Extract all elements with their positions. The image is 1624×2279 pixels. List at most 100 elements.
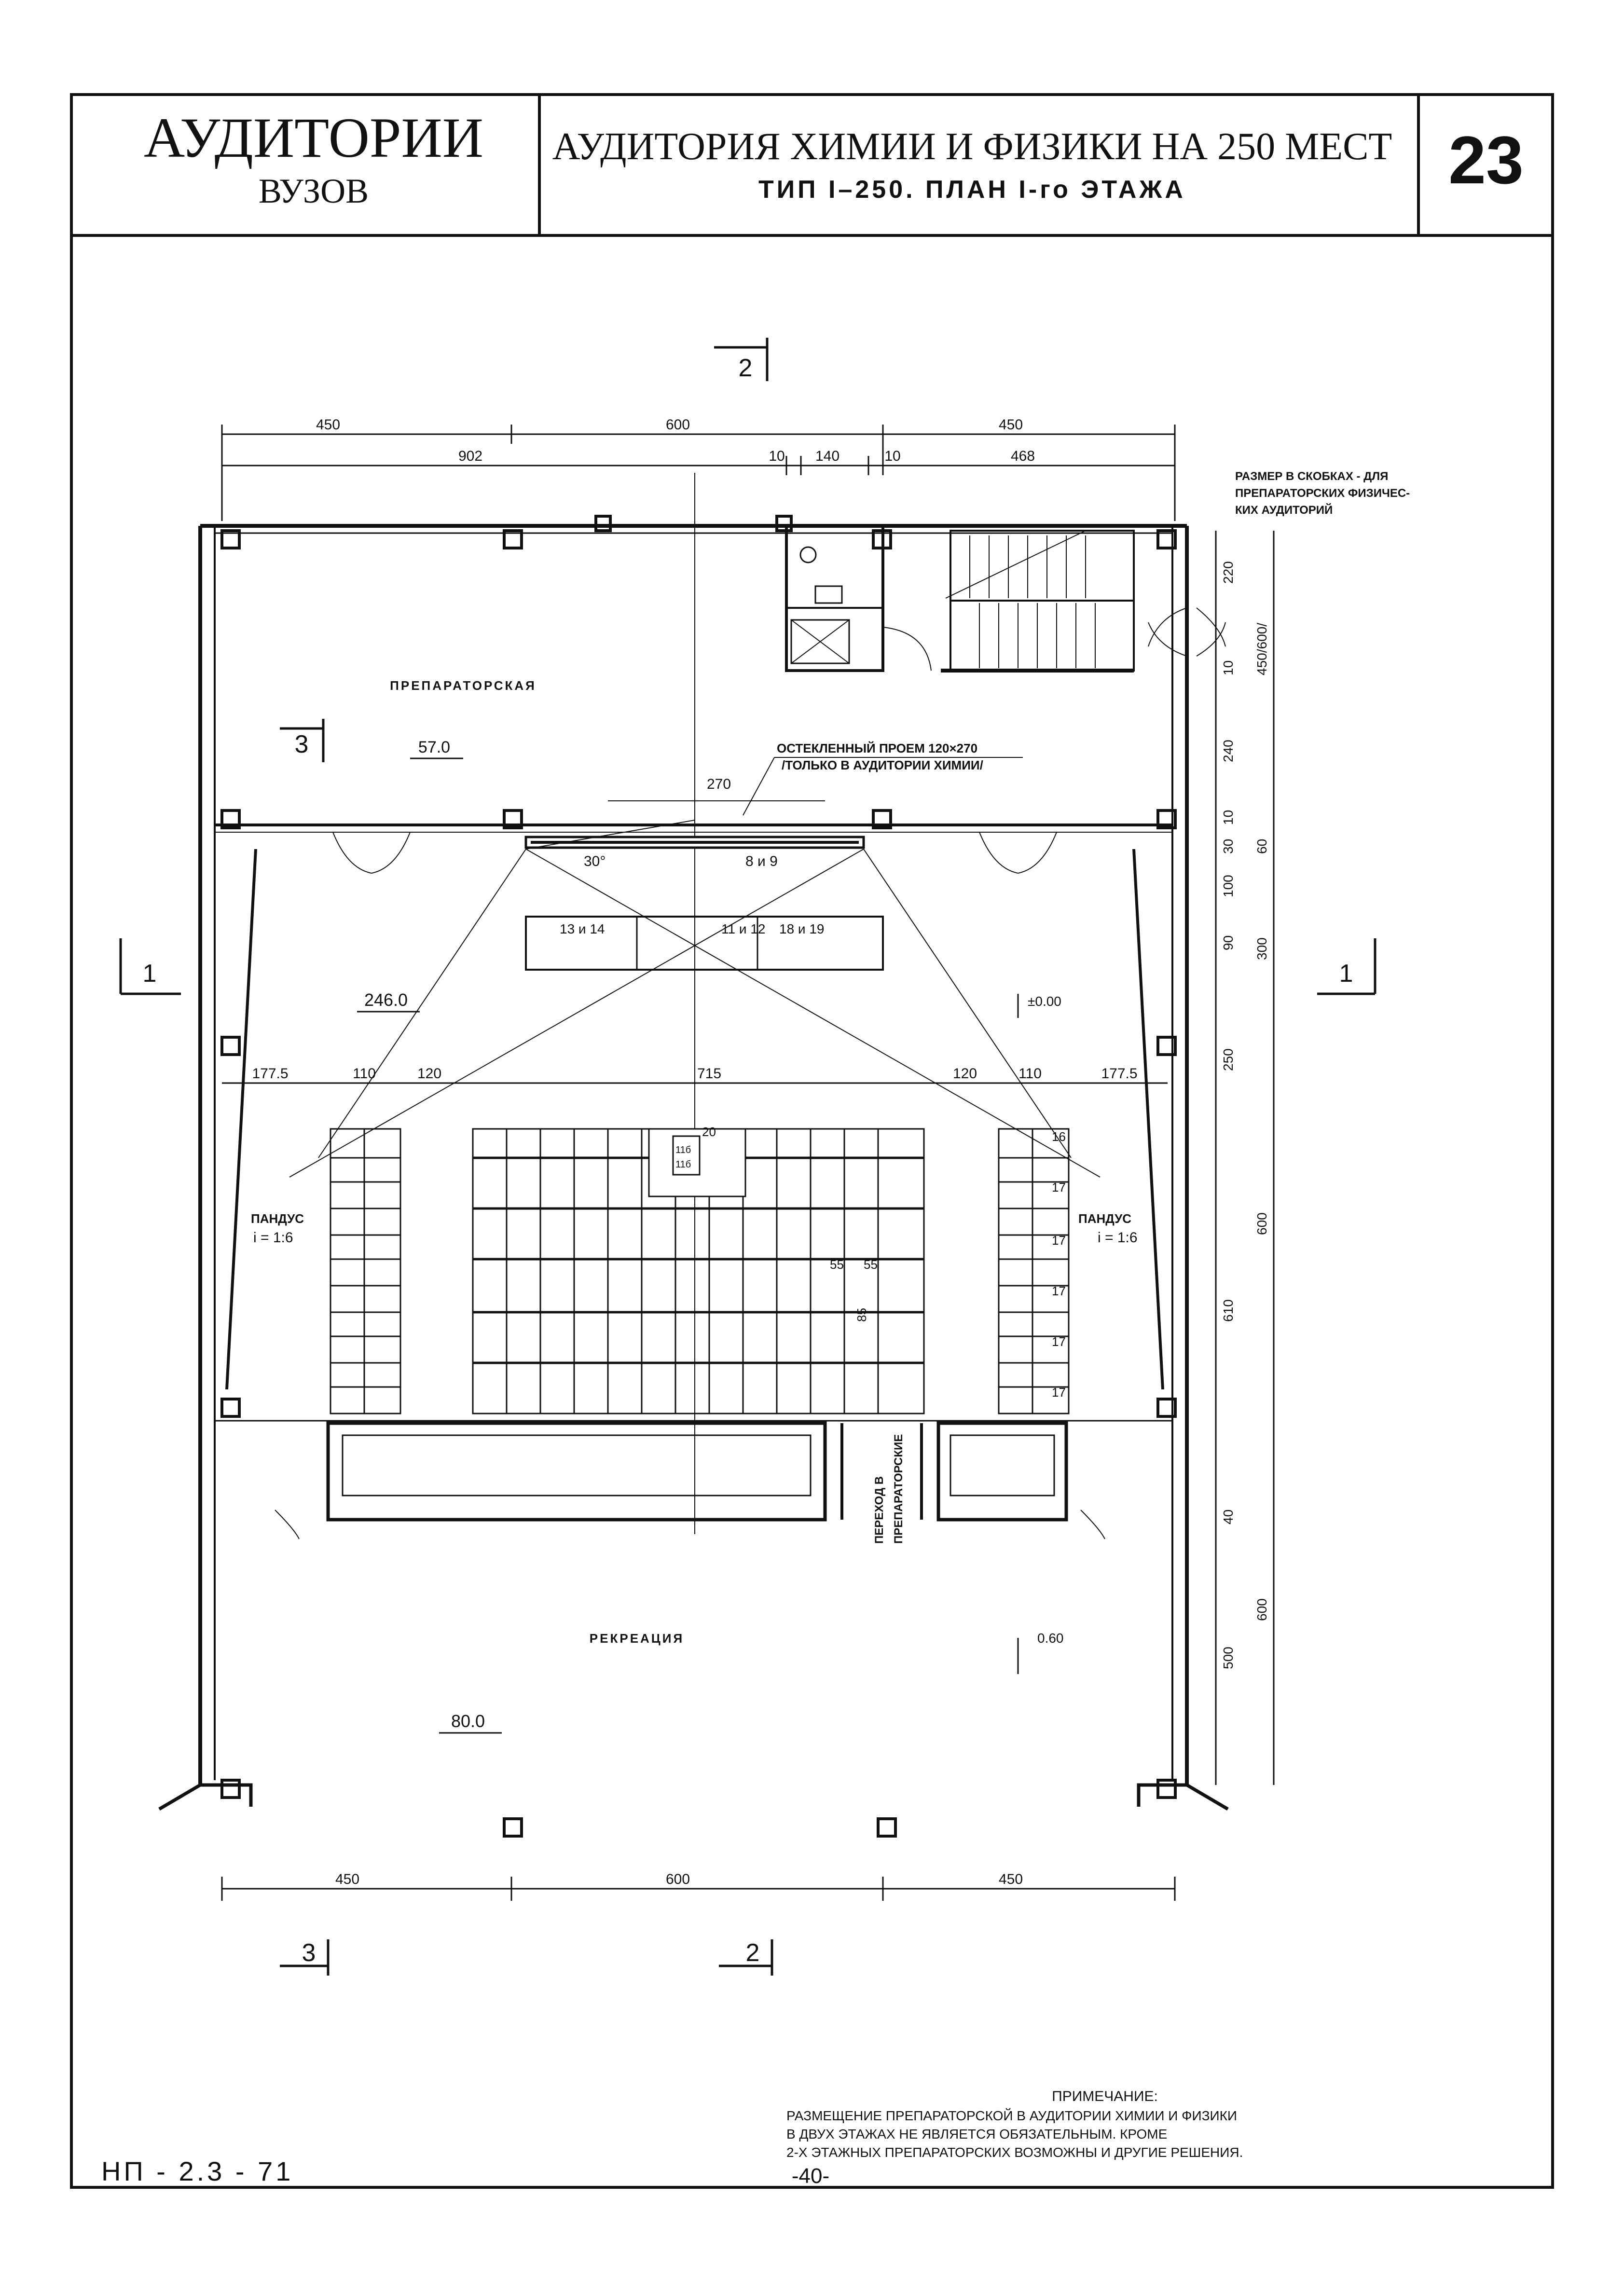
prep-room-label: ПРЕПАРАТОРСКАЯ	[390, 678, 537, 693]
seating-labels: 20 11б 11б 55 55 85 16 17 17 17 17 17	[675, 1125, 1066, 1400]
top-dimension-labels: 450 600 450 902 10 140 10 468	[316, 417, 1035, 464]
svg-text:2: 2	[746, 1939, 760, 1967]
passage-label-2: ПРЕПАРАТОРСКИЕ	[892, 1434, 905, 1544]
svg-text:10: 10	[1221, 660, 1236, 675]
svg-text:220: 220	[1221, 561, 1236, 584]
general-note: ПРИМЕЧАНИЕ: РАЗМЕЩЕНИЕ ПРЕПАРАТОРСКОЙ В …	[786, 2088, 1243, 2160]
glazed-opening-text-2: /ТОЛЬКО В АУДИТОРИИ ХИМИИ/	[782, 758, 983, 772]
svg-text:110: 110	[353, 1066, 376, 1082]
ramp-right: ПАНДУС i = 1:6	[1078, 1211, 1138, 1246]
svg-text:90: 90	[1221, 935, 1236, 950]
svg-text:500: 500	[1221, 1647, 1236, 1669]
svg-text:10: 10	[1221, 810, 1236, 825]
size-note: РАЗМЕР В СКОБКАХ - ДЛЯ ПРЕПАРАТОРСКИХ ФИ…	[1235, 470, 1410, 517]
svg-text:110: 110	[1018, 1066, 1042, 1082]
header-left-title: АУДИТОРИИ	[144, 106, 483, 169]
svg-text:120: 120	[417, 1066, 441, 1082]
row-depth-dim: 85	[854, 1308, 869, 1322]
svg-text:1: 1	[143, 960, 157, 988]
ramp-right-label: ПАНДУС	[1078, 1211, 1131, 1226]
svg-text:600: 600	[1254, 1598, 1269, 1621]
board-label: 8 и 9	[745, 853, 778, 869]
lecture-hall: 13 и 14 11 и 12 18 и 19 246.0 ±0.00	[225, 820, 1164, 1390]
dim-top-600: 600	[666, 417, 690, 433]
dim-top-10b: 10	[884, 448, 900, 464]
svg-text:3: 3	[302, 1939, 316, 1967]
passage-label-1: ПЕРЕХОД В	[873, 1476, 886, 1544]
svg-text:450/600/: 450/600/	[1254, 623, 1269, 675]
svg-text:60: 60	[1254, 839, 1269, 854]
recreation: РЕКРЕАЦИЯ 80.0 0.60	[439, 1631, 1064, 1734]
lower-storage	[215, 1420, 1172, 1539]
bench-label-2: 11 и 12	[721, 921, 765, 936]
structural-columns	[220, 515, 1177, 1838]
note-line-2: В ДВУХ ЭТАЖАХ НЕ ЯВЛЯЕТСЯ ОБЯЗАТЕЛЬНЫМ. …	[786, 2127, 1167, 2142]
size-note-line-3: КИХ АУДИТОРИЙ	[1235, 503, 1333, 517]
right-dimensions	[1215, 531, 1275, 1785]
row-number-17e: 17	[1052, 1385, 1066, 1400]
sheet-frame	[70, 93, 1554, 2189]
header-left-subtitle: ВУЗОВ	[259, 172, 369, 210]
seat-dim-2: 55	[864, 1257, 878, 1272]
header-main-subtitle: ТИП I–250. ПЛАН I-го ЭТАЖА	[758, 176, 1186, 204]
svg-text:240: 240	[1221, 740, 1236, 762]
prep-room: ПРЕПАРАТОРСКАЯ 57.0	[390, 678, 537, 759]
level-recreation: 0.60	[1037, 1631, 1064, 1646]
dim-top-10a: 10	[769, 448, 784, 464]
title-block: АУДИТОРИИ ВУЗОВ АУДИТОРИЯ ХИМИИ И ФИЗИКИ…	[70, 93, 1554, 2189]
ramp-left: ПАНДУС i = 1:6	[251, 1211, 304, 1246]
svg-text:100: 100	[1221, 875, 1236, 897]
note-title: ПРИМЕЧАНИЕ:	[1052, 2088, 1158, 2104]
size-note-line-1: РАЗМЕР В СКОБКАХ - ДЛЯ	[1235, 470, 1388, 483]
svg-text:177.5: 177.5	[252, 1066, 288, 1082]
dim-bottom-450-right: 450	[999, 1871, 1023, 1887]
row-number-17b: 17	[1052, 1233, 1066, 1248]
hall-area: 246.0	[364, 990, 408, 1010]
building-walls	[158, 524, 1229, 1811]
bottom-dimensions: 450 600 450	[221, 1871, 1176, 1901]
section-mark-2-top: 2	[714, 338, 769, 382]
footer-page-number: -40-	[792, 2164, 829, 2188]
section-mark-3-upper: 3	[280, 719, 325, 762]
size-note-line-2: ПРЕПАРАТОРСКИХ ФИЗИЧЕС-	[1235, 487, 1410, 500]
svg-text:30: 30	[1221, 839, 1236, 854]
svg-text:1: 1	[1339, 960, 1353, 988]
glazed-opening-text-1: ОСТЕКЛЕННЫЙ ПРОЕМ 120×270	[777, 741, 977, 755]
svg-text:2: 2	[739, 354, 753, 382]
svg-text:3: 3	[295, 730, 309, 758]
staircase	[941, 530, 1135, 673]
dim-top-902: 902	[458, 448, 482, 464]
ramp-left-label: ПАНДУС	[251, 1211, 304, 1226]
svg-text:300: 300	[1254, 937, 1269, 960]
svg-text:715: 715	[697, 1066, 721, 1082]
seat-dim-1: 55	[830, 1257, 844, 1272]
svg-text:40: 40	[1221, 1510, 1236, 1524]
lectern-code-1: 11б	[675, 1145, 691, 1155]
row-number-17d: 17	[1052, 1334, 1066, 1349]
ramp-left-slope: i = 1:6	[253, 1230, 293, 1246]
svg-text:600: 600	[1254, 1212, 1269, 1235]
glazed-opening-note: ОСТЕКЛЕННЫЙ ПРОЕМ 120×270 /ТОЛЬКО В АУДИ…	[524, 741, 1023, 869]
angle-label: 30°	[584, 853, 606, 869]
prep-room-area: 57.0	[418, 738, 450, 756]
dim-top-450-left: 450	[316, 417, 340, 433]
row-number-16: 16	[1052, 1129, 1066, 1144]
recreation-area: 80.0	[451, 1711, 485, 1731]
passage-label: ПЕРЕХОД В ПРЕПАРАТОРСКИЕ	[873, 1434, 905, 1544]
demo-bench	[525, 916, 884, 971]
svg-text:250: 250	[1221, 1048, 1236, 1071]
lectern-number: 20	[702, 1125, 716, 1139]
middle-dimensions: 177.5 110 120 715 120 110 177.5	[222, 1066, 1168, 1084]
recreation-label: РЕКРЕАЦИЯ	[590, 1631, 684, 1646]
dim-bottom-600: 600	[666, 1871, 690, 1887]
bench-label-1: 13 и 14	[560, 921, 605, 936]
row-number-17a: 17	[1052, 1180, 1066, 1194]
bench-label-3: 18 и 19	[779, 921, 825, 936]
note-line-3: 2-Х ЭТАЖНЫХ ПРЕПАРАТОРСКИХ ВОЗМОЖНЫ И ДР…	[786, 2145, 1243, 2160]
section-mark-2-bottom: 2	[719, 1939, 773, 1976]
section-mark-3-bottom: 3	[280, 1939, 330, 1976]
right-dimension-labels: 220 10 240 30 10 100 90 250 610 40 500 4…	[1221, 561, 1269, 1669]
lectern-code-2: 11б	[675, 1159, 691, 1170]
svg-text:610: 610	[1221, 1299, 1236, 1322]
